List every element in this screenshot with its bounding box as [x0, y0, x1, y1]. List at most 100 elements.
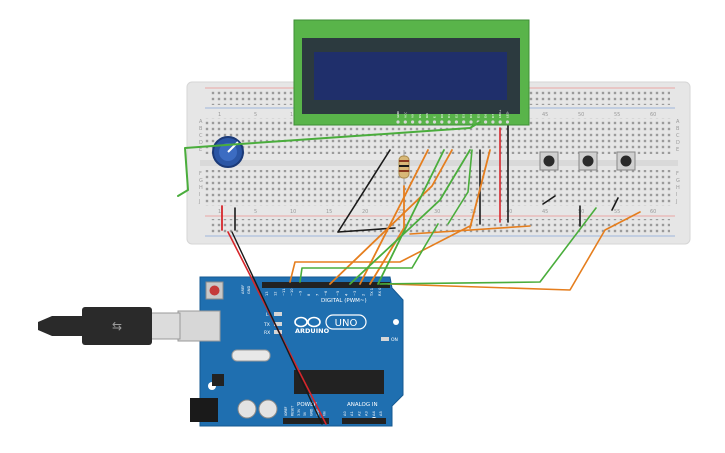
breadboard-col-label: 20: [362, 209, 368, 215]
lcd-pin: [498, 120, 502, 124]
digital-pin-label: 7: [315, 294, 319, 296]
lcd-pin-label: V0: [411, 114, 415, 118]
led-l: [274, 312, 282, 316]
pushbutton-icon[interactable]: [539, 151, 559, 171]
wire-orange: [469, 149, 491, 229]
capacitor: [237, 399, 257, 419]
breadboard-row-label: C: [199, 133, 203, 139]
lcd-pin-label: D6: [484, 114, 488, 118]
potentiometer-icon[interactable]: [212, 136, 244, 168]
power-pin-label: GND: [316, 408, 320, 416]
breadboard-col-label: 50: [578, 209, 584, 215]
wire-black: [337, 227, 396, 233]
power-pin-label: Vin: [322, 411, 326, 416]
rx-label: RX: [264, 330, 270, 336]
digital-pin-label: ~9: [299, 290, 303, 296]
lcd-pin: [491, 120, 495, 124]
power-pin-label: RESET: [290, 406, 294, 416]
power-pin-label: GND: [310, 408, 314, 416]
wire-green: [377, 149, 445, 285]
center-channel: [200, 160, 678, 166]
digital-pin-label: 13: [265, 291, 269, 296]
breadboard-col-label: 15: [326, 209, 332, 215]
digital-label: DIGITAL (PWM~): [321, 298, 367, 304]
lcd-pin: [484, 120, 488, 124]
digital-pin-label: ~5: [336, 291, 340, 296]
breadboard-row-label: D: [676, 140, 680, 146]
arduino-logo-text: ARDUINO: [295, 327, 330, 335]
pushbutton-icon[interactable]: [616, 151, 636, 171]
breadboard-col-label: 40: [506, 209, 512, 215]
breadboard-row-label: J: [675, 199, 677, 205]
digital-pin-label: 8: [307, 293, 311, 296]
breadboard-row-label: G: [676, 178, 680, 184]
led-rx: [274, 330, 282, 334]
crystal: [231, 349, 271, 362]
usb-port[interactable]: [177, 310, 221, 342]
lcd-pin-label: LED-: [506, 111, 510, 118]
l-label: L: [266, 312, 269, 318]
digital-pin-label: RX 0: [378, 287, 382, 296]
lcd-pin-label: D0: [440, 114, 444, 118]
breadboard-row-label: B: [199, 126, 203, 132]
uno-badge: [325, 314, 367, 330]
breadboard-col-label: 30: [434, 209, 440, 215]
breadboard-row-label: H: [676, 185, 680, 191]
on-label: ON: [391, 337, 398, 343]
wire-green: [177, 121, 481, 197]
led-on: [381, 337, 389, 341]
lcd-pin-label: RW: [425, 113, 429, 118]
wire-black: [337, 149, 391, 233]
wires: [177, 121, 641, 425]
breadboard-col-label: 10: [290, 112, 296, 118]
digital-pin-label: ~3: [353, 291, 357, 296]
wire-orange: [369, 185, 405, 285]
breadboard-col-label: 55: [614, 112, 620, 118]
digital-pin-label: 12: [273, 291, 277, 296]
lcd-pin: [411, 120, 415, 124]
capacitor: [258, 399, 278, 419]
arduino-uno[interactable]: ARDUINO UNO DIGITAL (PWM~) POWER ANALOG …: [177, 276, 404, 427]
power-header: [283, 418, 329, 424]
lcd-pin-label: GND: [396, 110, 400, 118]
lcd-pin-label: VCC: [403, 112, 407, 118]
wire-green: [349, 149, 471, 285]
lcd-pin: [425, 120, 429, 124]
arduino-logo-icon: [294, 316, 321, 328]
breadboard-col-label: 45: [542, 209, 548, 215]
breadboard-row-label: J: [198, 199, 200, 205]
breadboard-col-label: 60: [650, 112, 656, 118]
power-pin-label: 5V: [303, 411, 307, 416]
lcd-pin: [462, 120, 466, 124]
digital-pin-label: 2: [361, 294, 365, 296]
breadboard-col-label: 5: [254, 112, 257, 118]
breadboard-row-label: D: [199, 140, 203, 146]
breadboard-row-label: H: [199, 185, 203, 191]
dc-jack[interactable]: [190, 398, 218, 422]
breadboard-row-label: G: [199, 178, 203, 184]
breadboard-row-label: F: [199, 171, 202, 177]
aref-label: AREF: [241, 285, 245, 294]
pushbutton-icon[interactable]: [578, 151, 598, 171]
digital-header: [262, 282, 390, 288]
breadboard-col-label: 45: [542, 112, 548, 118]
lcd-pin: [454, 120, 458, 124]
svg-text:⇆: ⇆: [112, 319, 122, 333]
wire-orange: [387, 211, 641, 291]
lcd-pin: [440, 120, 444, 124]
lcd-pin: [447, 120, 451, 124]
analog-pin-label: A2: [357, 411, 361, 416]
lcd-pin: [396, 120, 400, 124]
breadboard-col-label: 60: [650, 209, 656, 215]
breadboard-col-label: 1: [218, 112, 221, 118]
breadboard-row-label: I: [199, 192, 200, 198]
lcd-pin: [505, 120, 510, 124]
analog-pin-label: A5: [379, 411, 383, 416]
lcd-pin-label: D5: [476, 114, 480, 118]
lcd-pin: [432, 120, 437, 124]
lcd-pin-label: E: [433, 116, 437, 118]
led-tx: [274, 322, 282, 326]
reset-button-cap[interactable]: [209, 285, 220, 296]
resistor-icon[interactable]: [398, 150, 410, 186]
